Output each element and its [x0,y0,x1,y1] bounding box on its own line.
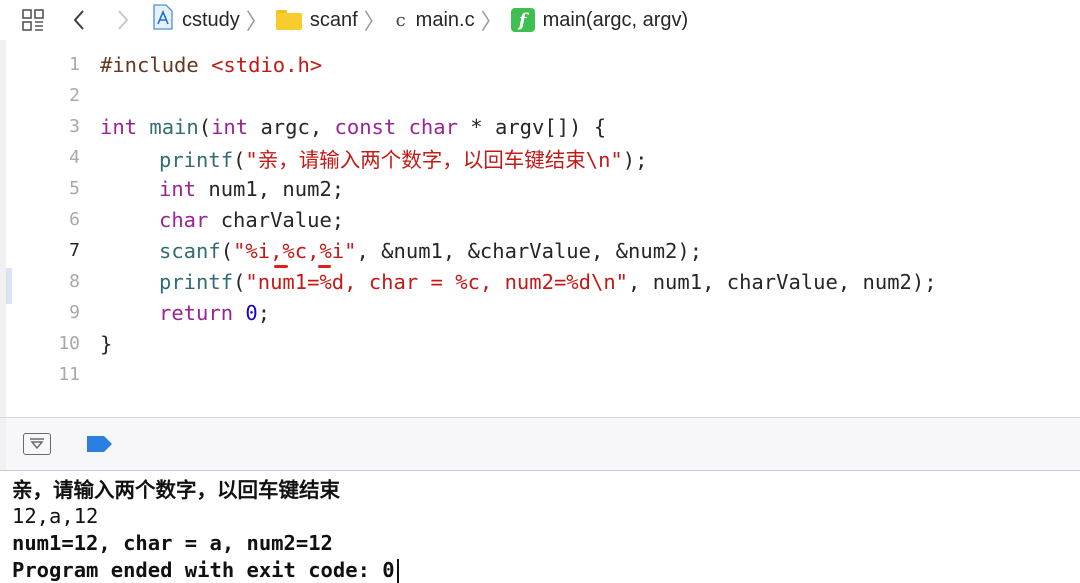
console-output[interactable]: 亲，请输入两个数字，以回车键结束 12,a,12 num1=12, char =… [0,471,1080,583]
breadcrumb-separator: 〉 [363,9,386,34]
console-line: num1=12, char = a, num2=12 [12,531,333,555]
debug-bar [0,418,1080,470]
comma-underline-mark [274,265,288,268]
code-line[interactable]: 3 int main(int argc, const char * argv[]… [6,111,1080,142]
console-line-with-cursor: Program ended with exit code: 0 [12,558,399,583]
code-editor[interactable]: 1 #include <stdio.h> 2 3 int main(int ar… [0,40,1080,417]
jump-bar: cstudy 〉 scanf 〉 c main.c 〉 f main(argc,… [0,0,1080,40]
code-line[interactable]: 1 #include <stdio.h> [6,49,1080,80]
folder-icon [275,10,302,30]
function-icon: f [510,8,535,32]
line-number: 9 [69,302,80,323]
forward-chevron-icon[interactable] [110,6,136,34]
breadcrumb-file-label: main.c [415,8,475,31]
line-number: 10 [58,333,80,354]
breadcrumb: cstudy 〉 scanf 〉 c main.c 〉 f main(argc,… [152,0,688,40]
breakpoints-toggle-button[interactable] [85,435,113,453]
breadcrumb-project[interactable]: cstudy [152,4,240,36]
line-number: 3 [69,116,80,137]
code-line[interactable]: 8 printf("num1=%d, char = %c, num2=%d\n"… [6,266,1080,297]
line-number: 8 [69,271,80,292]
breadcrumb-folder[interactable]: scanf [275,8,358,32]
hide-debug-area-button[interactable] [23,433,51,455]
c-file-icon: c [395,9,406,31]
line-number: 4 [69,147,80,168]
code-line[interactable]: 5 int num1, num2; [6,173,1080,204]
triangle-down-icon [30,438,44,450]
code-line[interactable]: 4 printf("亲，请输入两个数字，以回车键结束\n"); [6,142,1080,173]
text-cursor [396,559,399,583]
current-line-accent [6,268,12,304]
code-line[interactable]: 6 char charValue; [6,204,1080,235]
xcode-project-icon [152,4,174,36]
line-number: 2 [69,85,80,106]
code-line[interactable]: 10 } [6,328,1080,359]
line-number: 5 [69,178,80,199]
console-line: 亲，请输入两个数字，以回车键结束 [12,478,340,502]
line-number: 6 [69,209,80,230]
comma-underline-mark [318,265,331,268]
code-line[interactable]: 11 [6,359,1080,390]
line-number: 11 [58,364,80,385]
code-line[interactable]: 9 return 0; [6,297,1080,328]
breadcrumb-function-label: main(argc, argv) [542,8,689,31]
breakpoint-tag-icon [87,436,112,452]
breadcrumb-file[interactable]: c main.c [394,9,475,32]
related-items-grid-icon[interactable] [20,6,46,34]
editor-debug-divider[interactable] [0,417,1080,418]
console-exit-text: Program ended with exit code: 0 [12,558,395,582]
line-number: 7 [69,240,80,261]
console-divider [0,470,1080,471]
console-line: 12,a,12 [12,504,99,528]
line-number: 1 [69,54,80,75]
breadcrumb-separator: 〉 [245,9,268,34]
back-chevron-icon[interactable] [66,6,92,34]
breadcrumb-project-label: cstudy [182,8,240,31]
breadcrumb-folder-label: scanf [309,8,358,31]
breadcrumb-function[interactable]: f main(argc, argv) [510,8,689,32]
code-line[interactable]: 2 [6,80,1080,111]
code-line-current[interactable]: 7 scanf("%i,%c,%i", &num1, &charValue, &… [6,235,1080,266]
breadcrumb-separator: 〉 [480,9,503,34]
